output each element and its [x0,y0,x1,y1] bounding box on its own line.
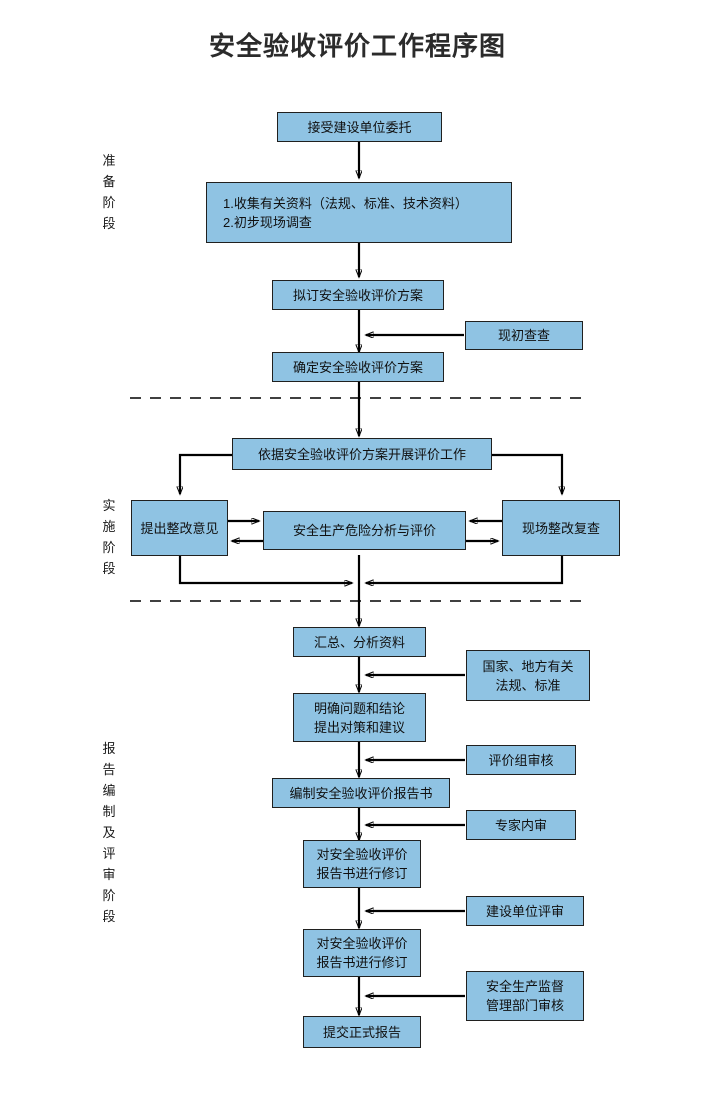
node-revise-report-1[interactable]: 对安全验收评价 报告书进行修订 [303,840,421,888]
node-label-line1: 国家、地方有关 [482,658,574,674]
node-label-line2: 报告书进行修订 [316,955,408,970]
phase-char: 准 [102,153,116,168]
node-group-review[interactable]: 评价组审核 [466,745,576,775]
node-label: 提出整改意见 [140,520,219,536]
node-confirm-plan[interactable]: 确定安全验收评价方案 [272,352,444,382]
node-label-line1: 1.收集有关资料（法规、标准、技术资料） [223,195,468,211]
phase-char: 备 [102,174,116,189]
node-label: 拟订安全验收评价方案 [292,287,423,303]
node-owner-review[interactable]: 建设单位评审 [466,896,584,926]
node-expert-review[interactable]: 专家内审 [466,810,576,840]
node-submit-report[interactable]: 提交正式报告 [303,1016,421,1048]
node-draft-plan[interactable]: 拟订安全验收评价方案 [272,280,444,310]
phase-char: 实 [102,498,116,513]
node-preliminary-check[interactable]: 现初查查 [465,321,583,350]
node-supervision-review[interactable]: 安全生产监督 管理部门审核 [466,971,584,1021]
phase-char: 评 [102,846,116,861]
node-hazard-analysis[interactable]: 安全生产危险分析与评价 [263,511,466,550]
node-label-line2: 2.初步现场调查 [223,214,312,230]
page-title: 安全验收评价工作程序图 [208,31,506,61]
phase-label-implementation: 实 施 阶 段 [98,495,120,579]
node-revise-report-2[interactable]: 对安全验收评价 报告书进行修订 [303,929,421,977]
phase-char: 编 [102,783,116,798]
node-label: 安全生产危险分析与评价 [292,523,436,538]
node-rectification-opinion[interactable]: 提出整改意见 [131,500,228,556]
node-label: 现初查查 [497,328,550,343]
node-label-line1: 对安全验收评价 [316,847,408,862]
node-label: 编制安全验收评价报告书 [289,785,433,801]
phase-char: 阶 [102,195,116,210]
node-accept-commission[interactable]: 接受建设单位委托 [277,112,442,142]
node-label: 建设单位评审 [485,903,564,919]
node-laws-standards[interactable]: 国家、地方有关 法规、标准 [466,650,590,701]
node-carry-out-evaluation[interactable]: 依据安全验收评价方案开展评价工作 [232,438,492,470]
node-label-line2: 法规、标准 [495,677,561,693]
node-label: 专家内审 [494,817,547,833]
node-label: 汇总、分析资料 [313,634,405,650]
node-label-line1: 对安全验收评价 [316,936,408,951]
phase-char: 报 [102,741,116,756]
node-label: 接受建设单位委托 [307,119,412,135]
phase-char: 告 [102,762,116,777]
node-label-line2: 管理部门审核 [485,998,564,1013]
node-summarize-data[interactable]: 汇总、分析资料 [293,627,426,657]
node-compile-report[interactable]: 编制安全验收评价报告书 [272,778,450,808]
phase-char: 施 [102,519,116,534]
node-label: 评价组审核 [488,752,554,768]
node-label: 确定安全验收评价方案 [292,359,423,375]
node-label-line1: 安全生产监督 [485,979,564,994]
phase-label-reporting: 报 告 编 制 及 评 审 阶 段 [98,738,120,927]
node-collect-data[interactable]: 1.收集有关资料（法规、标准、技术资料） 2.初步现场调查 [206,182,512,243]
phase-char: 段 [102,909,116,924]
node-label-line2: 报告书进行修订 [316,866,408,881]
phase-char: 制 [102,804,116,819]
phase-char: 阶 [102,540,116,555]
node-label: 依据安全验收评价方案开展评价工作 [257,446,466,462]
phase-char: 阶 [102,888,116,903]
node-label-line1: 明确问题和结论 [313,700,405,716]
phase-char: 审 [102,867,116,882]
node-label: 提交正式报告 [322,1024,401,1040]
node-label: 现场整改复查 [521,520,600,536]
phase-char: 段 [102,216,116,231]
phase-char: 段 [102,561,116,576]
phase-char: 及 [102,825,116,840]
node-onsite-recheck[interactable]: 现场整改复查 [502,500,620,556]
phase-label-preparation: 准 备 阶 段 [98,150,120,234]
node-clarify-conclusion[interactable]: 明确问题和结论 提出对策和建议 [293,693,426,742]
node-label-line2: 提出对策和建议 [313,719,405,735]
